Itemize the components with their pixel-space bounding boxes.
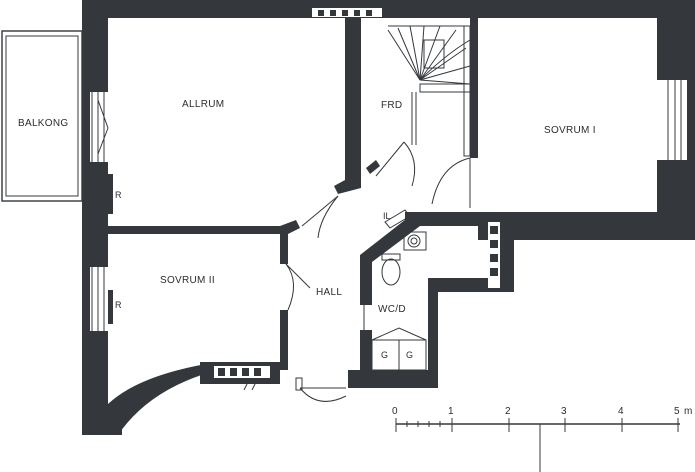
window-right (667, 80, 687, 160)
window-marks (243, 381, 257, 391)
scale-tick-4: 4 (618, 406, 624, 417)
label-frd: FRD (381, 100, 402, 111)
radiator-mark-upper: R (115, 190, 122, 200)
label-hall: HALL (316, 287, 342, 298)
window-right-block (488, 222, 500, 288)
window-left-lower (91, 267, 108, 331)
scale-tick-5: 5 (674, 406, 680, 417)
staircase (387, 25, 471, 157)
label-sovrum-1: SOVRUM I (544, 125, 596, 136)
doors (285, 141, 471, 402)
scale-tick-1: 1 (448, 406, 454, 417)
label-il: IL (383, 211, 391, 221)
balcony (1, 30, 83, 202)
scale-tick-3: 3 (561, 406, 567, 417)
appliance-mark-right: G (406, 350, 413, 360)
window-top (312, 8, 382, 17)
interior-walls (108, 18, 483, 375)
scale-tick-0: 0 (392, 406, 398, 417)
label-wcd: WC/D (378, 304, 406, 315)
label-sovrum-2: SOVRUM II (160, 275, 215, 286)
radiator-mark-lower: R (115, 300, 122, 310)
scale-bar: 0 1 2 3 4 5 m (392, 406, 692, 472)
scale-unit: m (684, 406, 692, 417)
outer-walls (82, 0, 695, 435)
radiators (108, 174, 113, 324)
window-bottom-sovrum2 (214, 366, 270, 378)
label-allrum: ALLRUM (182, 99, 224, 110)
window-left-upper (91, 92, 109, 162)
wc-fixtures (371, 213, 468, 371)
label-balkong: BALKONG (18, 118, 68, 129)
appliance-mark-left: G (381, 350, 388, 360)
scale-tick-2: 2 (505, 406, 511, 417)
